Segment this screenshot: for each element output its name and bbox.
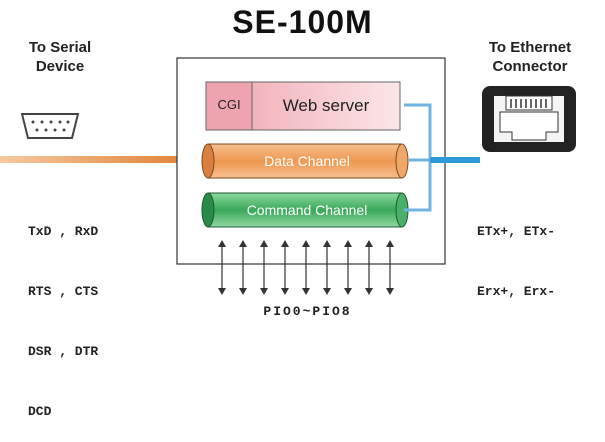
serial-device-label-line1: To Serial <box>28 39 92 56</box>
pio-arrow <box>260 240 268 295</box>
ethernet-signal: ETx+, ETx- <box>477 224 556 239</box>
pio-arrow <box>218 240 226 295</box>
serial-device-label: To Serial Device <box>10 38 110 76</box>
pio-arrow <box>302 240 310 295</box>
command-channel-label: Command Channel <box>246 202 368 218</box>
ethernet-line <box>430 157 480 163</box>
pio-arrow <box>365 240 373 295</box>
pio-arrow <box>344 240 352 295</box>
command-channel-cylinder <box>201 192 409 228</box>
pio-arrows <box>218 240 394 295</box>
pio-arrow <box>323 240 331 295</box>
data-channel-label: Data Channel <box>264 153 350 169</box>
serial-signal: DSR , DTR <box>28 344 99 359</box>
db9-connector-icon <box>20 113 80 139</box>
diagram-graphics <box>0 57 576 295</box>
ethernet-connector-label-line1: To Ethernet <box>488 39 572 56</box>
device-title: SE-100M <box>232 4 373 40</box>
serial-signal: RTS , CTS <box>28 284 99 299</box>
pio-arrow <box>386 240 394 295</box>
web-server-label: Web server <box>282 96 370 115</box>
pio-label: PIO0~PIO8 <box>263 304 352 319</box>
pio-arrow <box>239 240 247 295</box>
ethernet-signal-list: ETx+, ETx- Erx+, Erx- <box>477 182 555 322</box>
web-server-block <box>251 81 401 131</box>
cgi-block <box>205 81 253 131</box>
serial-line <box>0 156 206 163</box>
cgi-label: CGI <box>217 97 241 112</box>
ethernet-connector-label-line2: Connector <box>492 58 568 75</box>
data-channel-cylinder <box>201 143 409 179</box>
serial-signal: TxD , RxD <box>28 224 99 239</box>
serial-signal: DCD <box>28 404 52 419</box>
pio-arrow <box>281 240 289 295</box>
ethernet-connector-label: To Ethernet Connector <box>470 38 590 76</box>
ethernet-signal: Erx+, Erx- <box>477 284 556 299</box>
serial-device-label-line2: Device <box>35 58 85 75</box>
rj45-connector-icon <box>482 86 576 152</box>
